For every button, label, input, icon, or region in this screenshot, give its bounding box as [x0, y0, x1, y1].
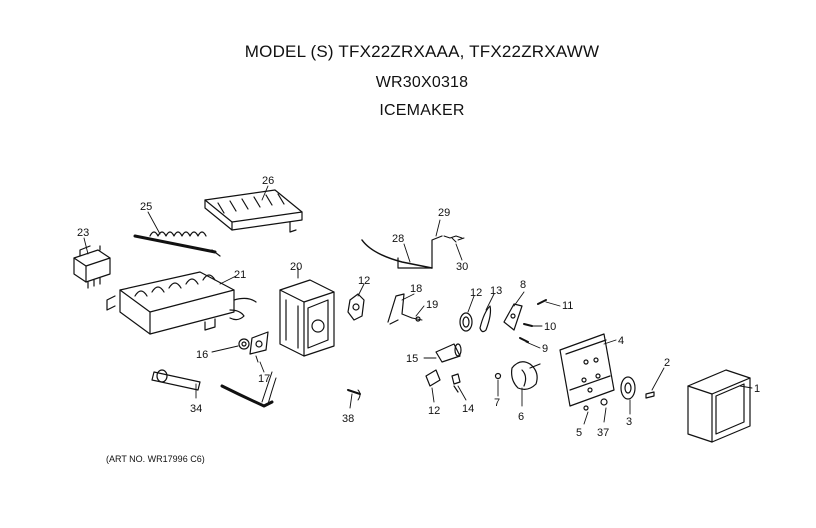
callout-11: 11 [562, 300, 573, 312]
part-26-cover [204, 189, 303, 233]
callout-28: 28 [392, 233, 404, 245]
callout-12-c: 12 [428, 405, 440, 417]
part-8-switch [503, 303, 523, 331]
assembly-name: ICEMAKER [379, 102, 465, 119]
callout-38: 38 [342, 413, 354, 425]
part-7 [494, 372, 502, 380]
callout-21: 21 [234, 269, 246, 281]
callout-17: 17 [258, 373, 270, 385]
callout-30: 30 [456, 261, 468, 273]
callout-34: 34 [190, 403, 202, 415]
callout-4: 4 [618, 335, 624, 347]
part-9 [519, 337, 529, 343]
part-13 [479, 305, 492, 333]
part-30 [451, 237, 465, 243]
wire-harness [220, 371, 277, 408]
part-6-motor [511, 361, 541, 390]
part-15 [435, 343, 462, 363]
callout-2: 2 [664, 357, 670, 369]
callout-16: 16 [196, 349, 208, 361]
callout-14: 14 [462, 403, 474, 415]
callout-6: 6 [518, 411, 524, 423]
part-38 [347, 389, 361, 401]
callout-20: 20 [290, 261, 302, 273]
leader-lines [83, 185, 753, 425]
callout-13: 13 [490, 285, 502, 297]
part-4-plate [559, 333, 615, 407]
part-20-housing [279, 267, 335, 357]
part-19-screw [411, 316, 423, 322]
part-21-mold [106, 271, 257, 335]
model-title: MODEL (S) TFX22ZRXAAA, TFX22ZRXAWW [244, 42, 600, 61]
callout-37: 37 [597, 427, 609, 439]
part-12-b [459, 312, 473, 332]
callout-labels: 26 25 23 21 20 29 28 30 12 18 19 12 13 8… [77, 175, 760, 439]
part-23-module [73, 245, 111, 289]
callout-23: 23 [77, 227, 89, 239]
part-11 [537, 299, 547, 305]
part-number: WR30X0318 [375, 74, 469, 91]
part-28-arm [361, 235, 463, 269]
callout-15: 15 [406, 353, 418, 365]
art-number: (ART NO. WR17996 C6) [106, 454, 205, 464]
part-25-ejector [133, 231, 221, 257]
callout-12-a: 12 [358, 275, 370, 287]
callout-8: 8 [520, 279, 526, 291]
callout-7: 7 [494, 397, 500, 409]
callout-10: 10 [544, 321, 556, 333]
part-5 [583, 405, 589, 411]
callout-26: 26 [262, 175, 274, 187]
part-16 [211, 338, 250, 353]
part-3-gear [620, 376, 636, 400]
callout-3: 3 [626, 416, 632, 428]
part-18-bracket [387, 293, 413, 325]
part-1-cover [687, 369, 751, 443]
callout-12-b: 12 [470, 287, 482, 299]
callout-18: 18 [410, 283, 422, 295]
part-12-a [347, 293, 365, 321]
part-10 [523, 323, 533, 327]
callout-1: 1 [754, 383, 760, 395]
callout-25: 25 [140, 201, 152, 213]
part-17 [249, 331, 269, 363]
part-14 [451, 373, 461, 393]
callout-19: 19 [426, 299, 438, 311]
part-12-c [425, 369, 441, 387]
callout-5: 5 [576, 427, 582, 439]
part-37 [600, 398, 608, 406]
callout-29: 29 [438, 207, 450, 219]
callout-9: 9 [542, 343, 548, 355]
part-2-screw [645, 391, 655, 399]
part-34 [151, 369, 201, 391]
